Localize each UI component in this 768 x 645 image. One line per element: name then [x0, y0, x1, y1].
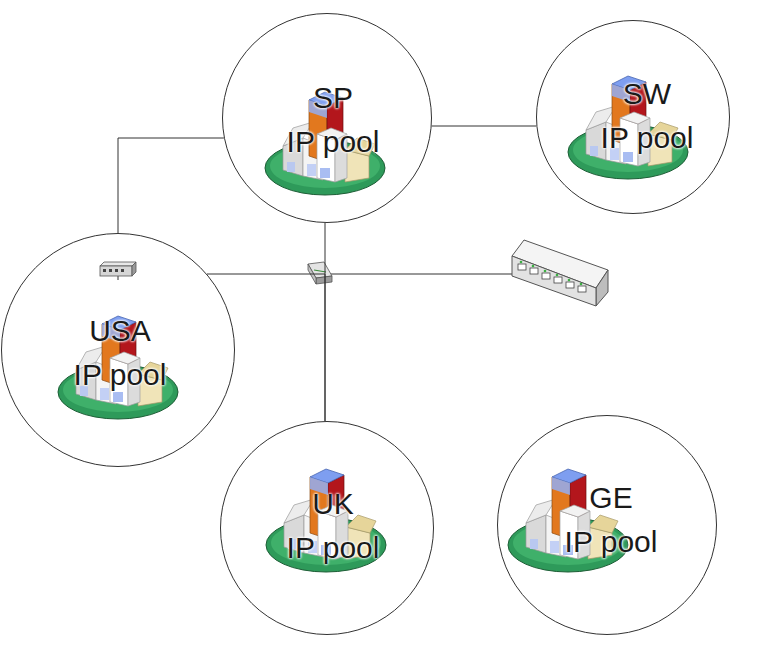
network-link — [207, 274, 325, 421]
site-circle: USAIP pool — [1, 233, 235, 467]
circle-outline — [220, 421, 434, 635]
site-circle: GEIP pool — [497, 415, 717, 635]
network-link — [118, 138, 224, 233]
pool-label: IP pool — [74, 353, 167, 397]
hub-icon — [100, 262, 136, 276]
site-name: UK — [312, 482, 354, 526]
building-icon — [266, 469, 386, 572]
circle-outline — [536, 20, 730, 214]
label-block: UKIP pool — [287, 482, 380, 570]
building-icons — [58, 76, 688, 572]
label-block: SWIP pool — [601, 72, 694, 160]
pool-label: IP pool — [565, 520, 658, 564]
site-name: GE — [589, 476, 632, 520]
site-name: USA — [89, 309, 151, 353]
label-block: GEIP pool — [565, 476, 658, 564]
switch-icon — [512, 240, 608, 306]
label-block: USAIP pool — [74, 309, 167, 397]
pool-label: IP pool — [601, 116, 694, 160]
site-circle: SWIP pool — [536, 20, 730, 214]
circle-outline — [222, 13, 432, 223]
site-name: SW — [623, 72, 671, 116]
network-link — [432, 126, 537, 127]
label-block: SPIP pool — [287, 76, 380, 164]
pool-label: IP pool — [287, 526, 380, 570]
router-icon — [308, 262, 332, 284]
pool-label: IP pool — [287, 120, 380, 164]
site-name: SP — [313, 76, 353, 120]
site-circle: SPIP pool — [222, 13, 432, 223]
site-circle: UKIP pool — [220, 421, 434, 635]
circle-outline — [1, 233, 235, 467]
